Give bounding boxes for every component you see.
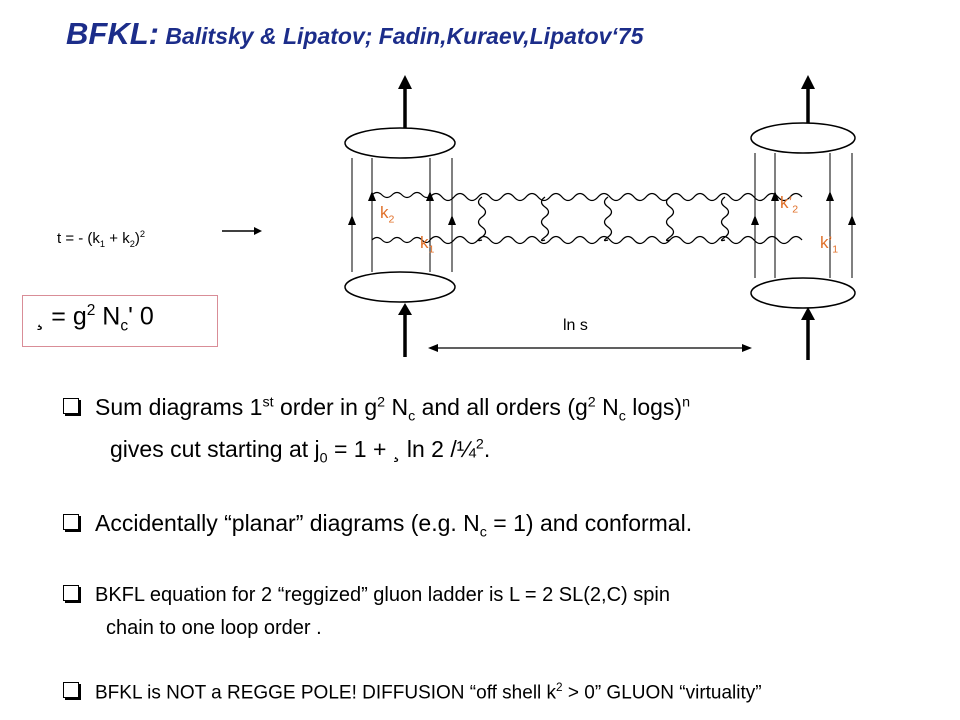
formula-t-close: ) — [134, 230, 140, 247]
label-ln-s: ln s — [563, 317, 588, 334]
left-outgoing-arrow-icon — [398, 75, 412, 89]
coupling-mid: N — [95, 302, 121, 331]
title-main: BFKL: — [66, 16, 159, 51]
rung-2 — [540, 196, 550, 242]
label-k1: k1 — [420, 233, 435, 256]
right-ladder — [750, 75, 856, 360]
bullet-not-regge-pole: BFKL is NOT a REGGE POLE! DIFFUSION “off… — [63, 681, 762, 704]
coupling-formula: ¸ = g2 Nc' 0 — [36, 302, 154, 335]
bullet-box-icon — [63, 584, 79, 601]
coupling-sub: c — [120, 317, 129, 335]
formula-t-mid: + k — [105, 230, 130, 247]
label-k-prime-2: k’2 — [780, 193, 799, 216]
left-ladder — [344, 75, 456, 357]
label-k-prime-1: k’1 — [820, 233, 839, 256]
title-authors: Balitsky & Lipatov; Fadin,Kuraev,Lipatov… — [158, 23, 644, 49]
right-top-blob — [750, 122, 856, 154]
gluon-ladder — [429, 192, 803, 245]
formula-t-sub1: 1 — [99, 239, 106, 249]
formula-arrow-icon — [222, 227, 262, 235]
formula-t-prefix: t = - (k — [57, 230, 100, 247]
coupling-exp: 2 — [86, 302, 96, 319]
slide-title: BFKL: Balitsky & Lipatov; Fadin,Kuraev,L… — [66, 16, 643, 52]
lower-gluon-line — [429, 235, 803, 245]
rung-5 — [720, 196, 730, 242]
bullet-sum-diagrams-continued: gives cut starting at j0 = 1 + ¸ ln 2 /¼… — [110, 436, 491, 467]
left-bottom-blob — [344, 271, 456, 303]
bfkl-ladder-diagram — [344, 75, 856, 360]
formula-t-sub2: 2 — [129, 239, 135, 249]
momentum-transfer-formula: t = - (k1 + k2)2 — [57, 229, 145, 249]
rung-4 — [665, 196, 675, 242]
ln-s-double-arrow-icon — [428, 344, 752, 352]
bullet-box-icon — [63, 397, 79, 414]
right-incoming-arrow-icon — [801, 307, 815, 320]
bullet-bkfl-equation-continued: chain to one loop order . — [106, 617, 322, 639]
coupling-box — [22, 295, 218, 347]
formula-t-exp: 2 — [139, 229, 146, 239]
rung-1 — [477, 196, 487, 242]
coupling-suffix: ' 0 — [128, 302, 154, 331]
bullet-sum-diagrams: Sum diagrams 1st order in g2 Nc and all … — [63, 394, 690, 425]
bullet-box-icon — [63, 513, 79, 530]
bullet-bkfl-equation: BKFL equation for 2 “reggized” gluon lad… — [63, 584, 670, 607]
coupling-prefix: ¸ = g — [36, 302, 87, 331]
label-k2: k2 — [380, 203, 395, 226]
right-outgoing-arrow-icon — [801, 75, 815, 89]
bullet-box-icon — [63, 682, 79, 699]
rung-3 — [603, 196, 613, 242]
left-incoming-arrow-icon — [398, 303, 412, 315]
bullet-planar: Accidentally “planar” diagrams (e.g. Nc … — [63, 510, 692, 541]
left-top-blob — [344, 127, 456, 159]
upper-gluon-line — [429, 192, 803, 202]
right-bottom-blob — [750, 277, 856, 309]
